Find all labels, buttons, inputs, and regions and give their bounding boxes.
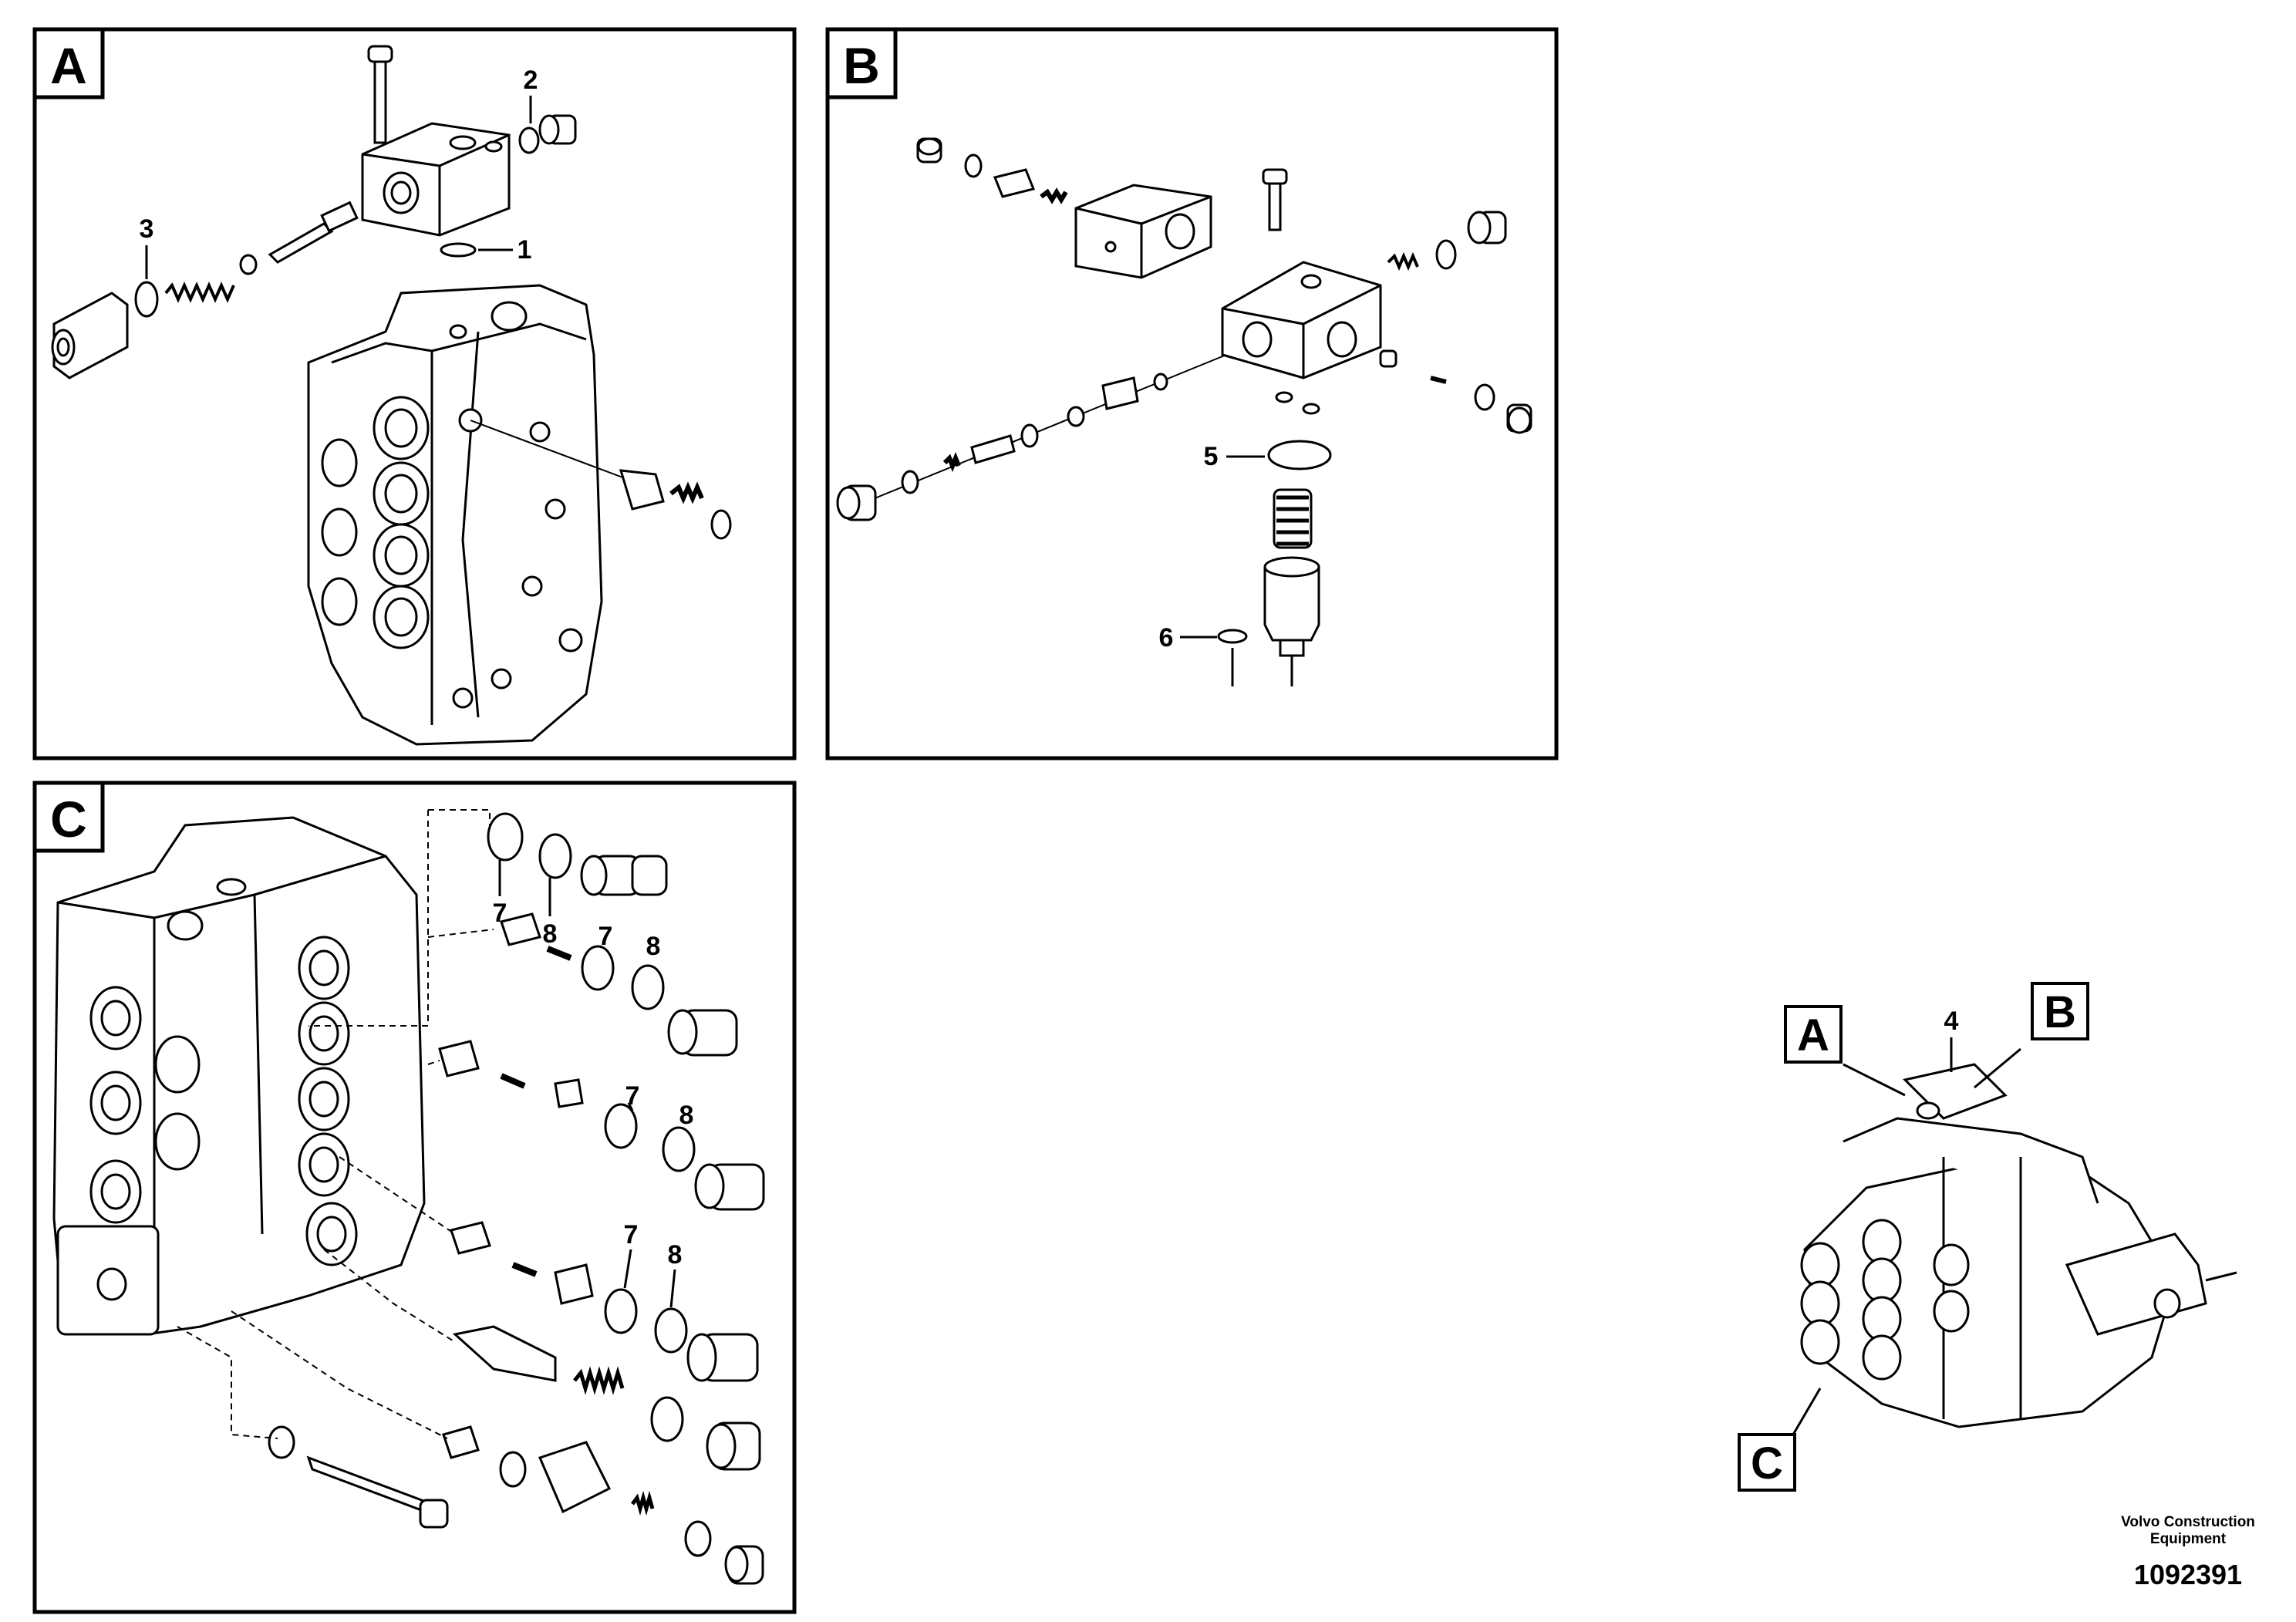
block-part [1074,184,1212,279]
callout-3: 3 [140,214,154,244]
overview-label-a-box [1784,1005,1843,1064]
callout-2: 2 [524,66,538,95]
panel-c-drawing [52,812,765,1585]
panel-c-frame [32,781,797,1614]
panel-b-label: B [843,37,880,94]
panel-b-drawing [836,137,1532,686]
overview-label-a: A [1797,1010,1829,1061]
panel-a-label: A [50,37,87,94]
o-ring-6-part [1217,629,1248,644]
panel-a-label-box: A [32,27,105,99]
callout-8-row2: 8 [646,932,661,961]
overview-label-c: C [1751,1438,1783,1489]
brand-name: Volvo Construction Equipment [2121,1514,2255,1547]
o-ring-2-part [518,126,540,154]
callout-6: 6 [1159,623,1174,653]
callout-1: 1 [518,235,532,265]
screw-part [367,45,393,63]
panel-c-label: C [50,791,87,848]
overview-leaders [1792,1037,2021,1435]
callout-4: 4 [1944,1007,1959,1036]
callout-7-row4: 7 [624,1220,639,1249]
overview-label-c-box [1738,1433,1796,1492]
o-ring-1-part [440,242,477,258]
o-ring-3-part [134,281,159,318]
footer: Volvo Construction Equipment 1092391 [2103,1514,2273,1591]
callout-8-row4: 8 [668,1240,683,1270]
callout-8-row3: 8 [679,1101,694,1130]
callout-7-row3: 7 [625,1081,640,1111]
panel-a-drawing [51,45,732,746]
callout-8-row1: 8 [543,919,558,949]
overview-label-b-box [2031,982,2089,1040]
callout-5: 5 [1204,442,1219,471]
panel-b-frame [825,27,1559,760]
panel-b-label-box: B [825,27,898,99]
overview-drawing [1800,1063,2237,1428]
callout-7-row1: 7 [493,899,507,928]
spring-part [164,282,235,303]
cartridge-part-b [1263,565,1320,642]
callout-7-row2: 7 [598,922,613,951]
panel-a-frame [32,27,797,760]
overview-label-b: B [2044,987,2076,1037]
diagram-code: 1092391 [2133,1559,2243,1590]
o-ring-5-part [1267,440,1332,470]
panel-c-label-box: C [32,781,105,853]
